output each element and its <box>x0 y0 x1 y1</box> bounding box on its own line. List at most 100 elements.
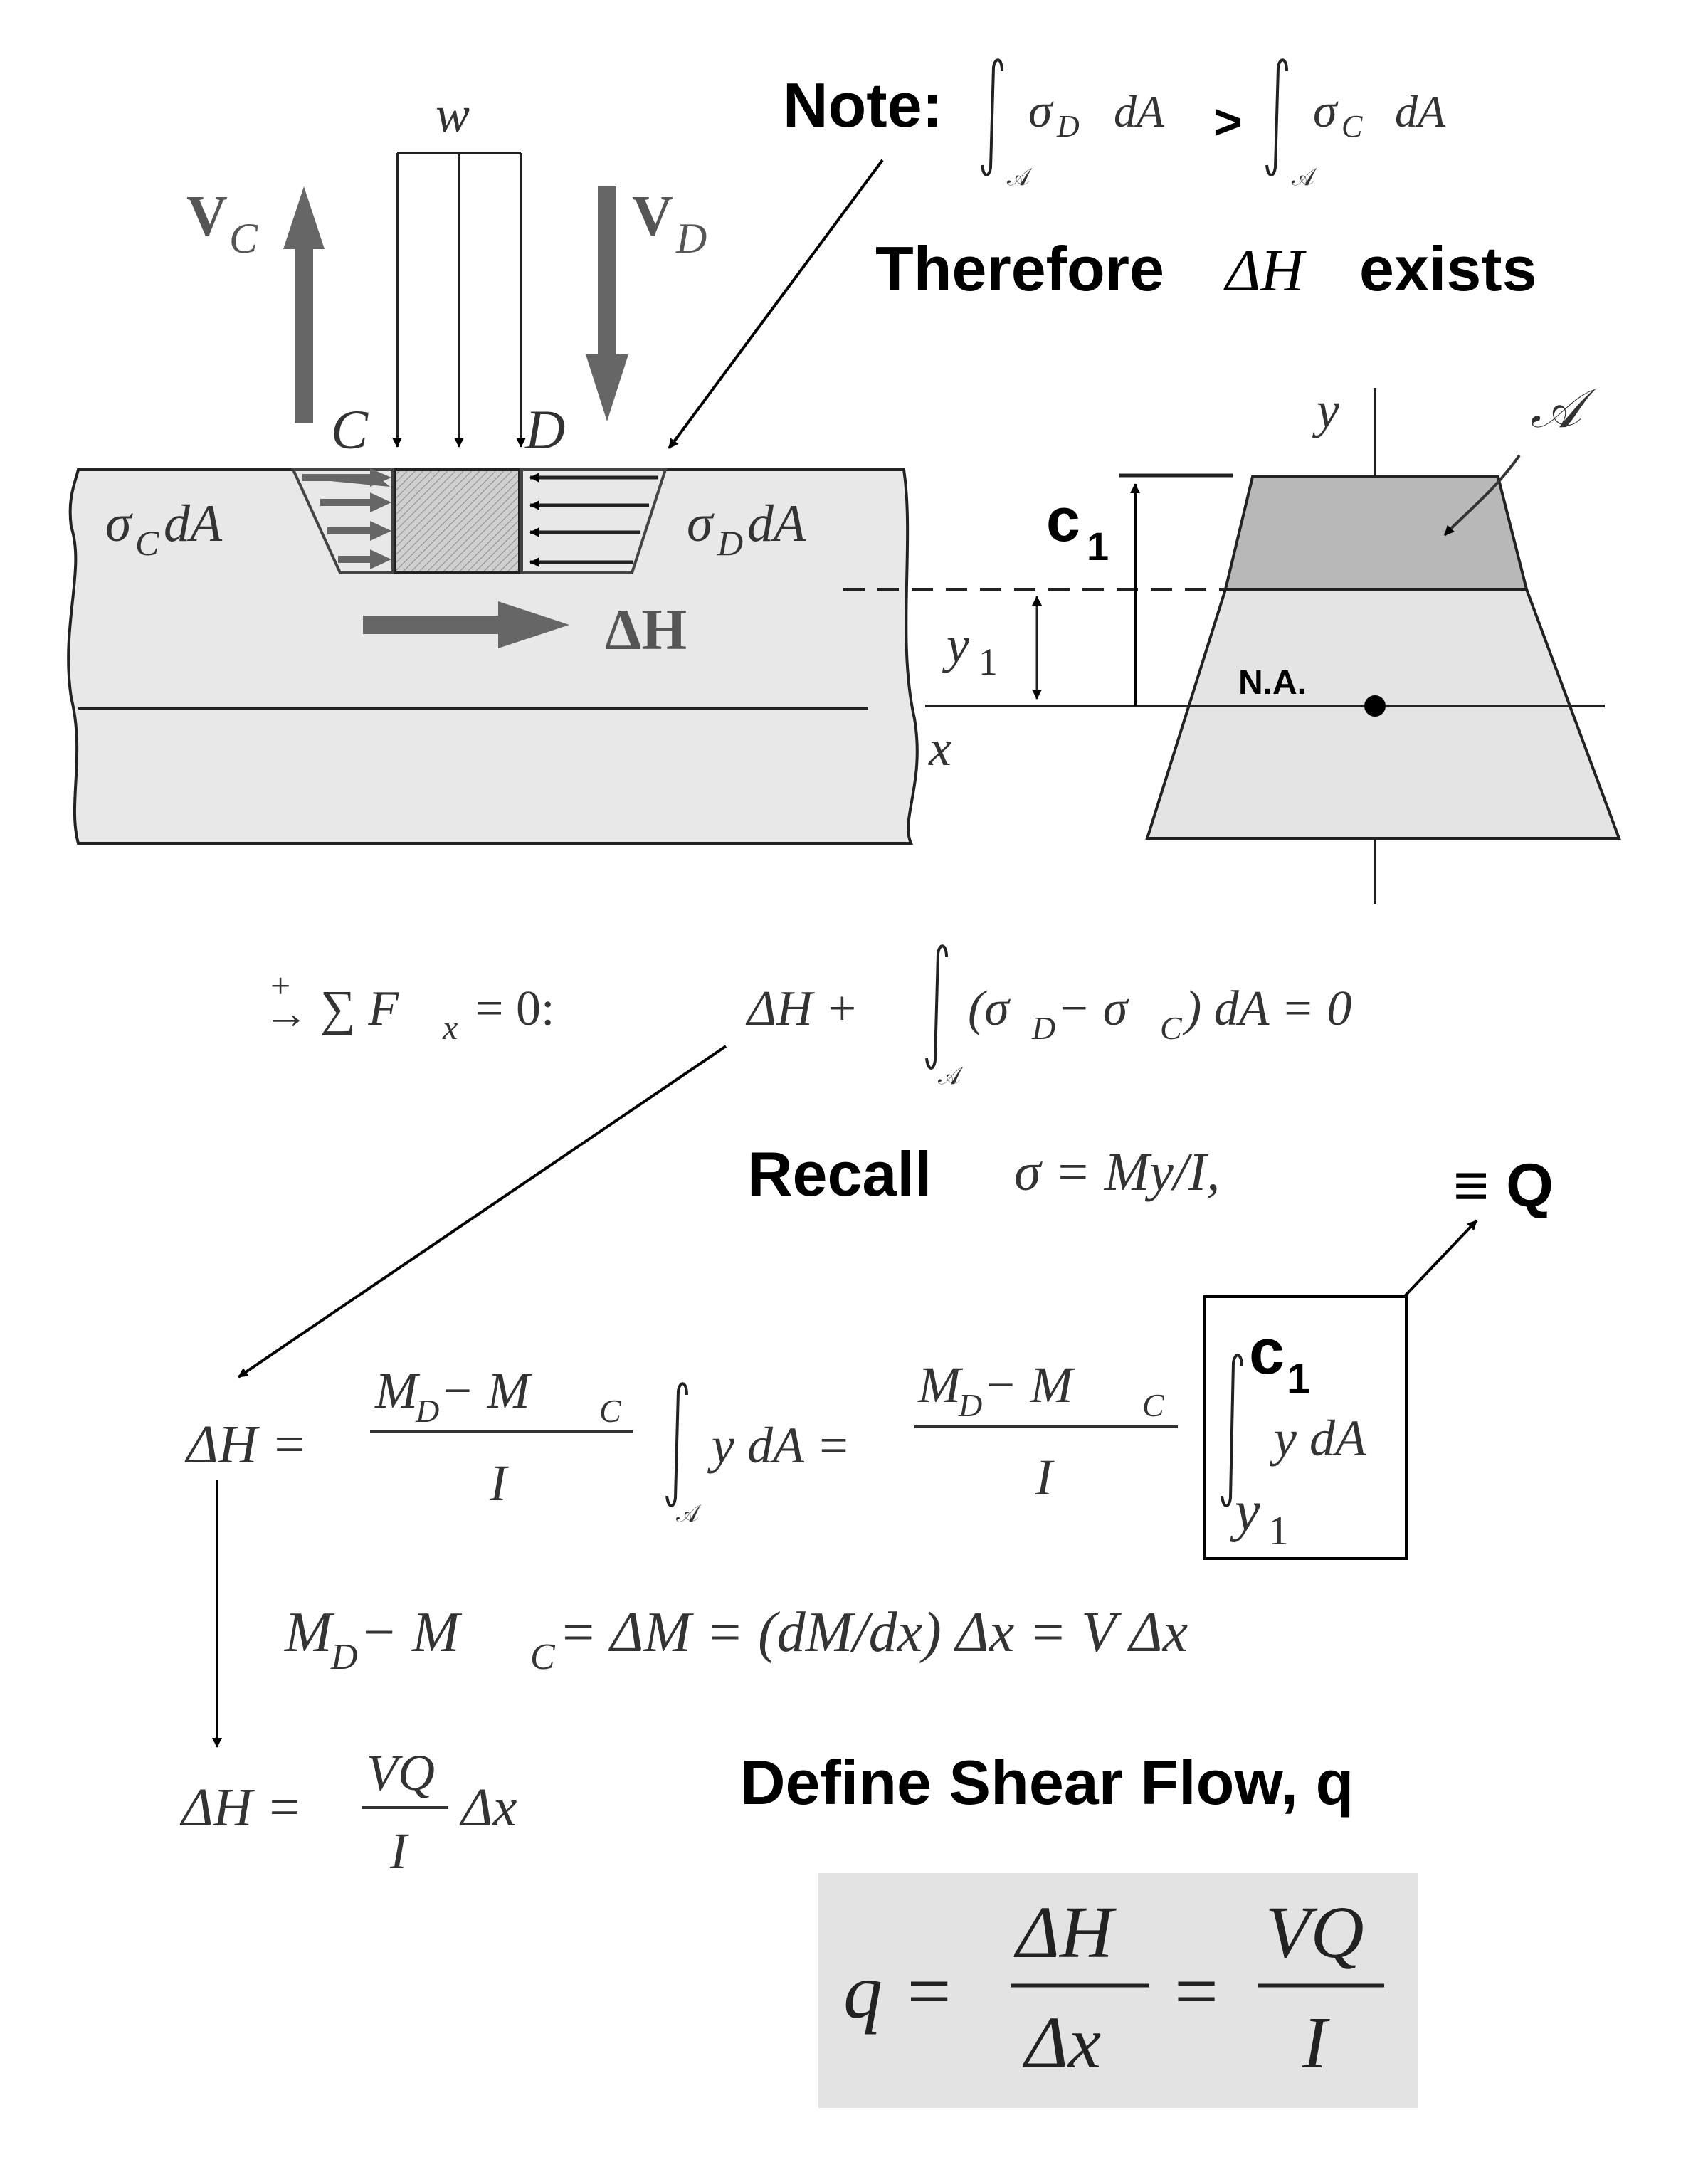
integrand-y-dA: y dA <box>1269 1410 1367 1467</box>
vd-subscript: D <box>675 215 707 262</box>
first-moment-box <box>1203 1295 1408 1560</box>
delta-h-symbol: ΔH <box>1223 238 1307 304</box>
upper-limit-c: c <box>1249 1317 1285 1388</box>
lower-limit-subscript: 1 <box>1268 1507 1289 1554</box>
therefore-word: Therefore <box>875 233 1164 304</box>
sigma-symbol: σ <box>1313 83 1339 137</box>
section-lower-region <box>1145 588 1621 840</box>
dA-term: dA <box>1395 86 1446 137</box>
numerator-m: M <box>374 1362 421 1419</box>
q-equals: q = <box>843 1948 955 2035</box>
formula-background <box>818 1873 1418 2108</box>
moment-minus-m: − M <box>359 1601 463 1664</box>
direction-arrow: → <box>263 988 309 1038</box>
q-pointer-arrow <box>1404 1219 1478 1297</box>
equilibrium-equation: + → ∑ F x = 0: ΔH + 𝒜 (σ D − σ C ) dA = … <box>263 944 1352 1090</box>
delta-h-plus: ΔH + <box>745 981 858 1036</box>
subscript: C <box>599 1393 622 1429</box>
area-label: 𝒜 <box>1530 379 1596 439</box>
denominator-delta-x: Δx <box>1022 2002 1101 2084</box>
minus-sigma: − σ <box>1057 981 1129 1036</box>
denominator-i: I <box>389 1823 409 1879</box>
subscript: C <box>1341 109 1363 144</box>
integrand-open: (σ <box>968 981 1011 1036</box>
delta-h-integral-equation: ΔH = M D − M C I 𝒜 y dA = M D − M C I c … <box>184 1295 1408 1560</box>
sigma-d-dA: dA <box>747 495 806 553</box>
c1-label: c <box>1046 486 1080 554</box>
delta-h-vq-equation: ΔH = VQ I Δx <box>179 1744 517 1879</box>
w-label: w <box>436 86 470 143</box>
numerator-vq: VQ <box>1265 1892 1364 1973</box>
lower-limit-y: y <box>1230 1480 1260 1543</box>
sum-subscript: x <box>442 1009 458 1047</box>
y1-label: y <box>942 616 969 673</box>
integral-sign <box>1265 58 1288 176</box>
numerator-m: M <box>917 1356 964 1413</box>
sum-forces: ∑ F <box>320 981 399 1036</box>
beam-diagram: V C V D w C D <box>67 86 919 845</box>
sigma-d-stress-wedge <box>520 468 668 574</box>
subscript: C <box>1142 1387 1165 1423</box>
neutral-axis-dot <box>1364 695 1386 717</box>
vc-arrow-head <box>283 186 325 249</box>
delta-h-equals: ΔH = <box>184 1415 307 1475</box>
note-inequality: Note: 𝒜 σ D dA > 𝒜 σ C dA <box>783 58 1446 191</box>
area-script-symbol: 𝒜 <box>676 1501 702 1527</box>
denominator-i: I <box>1035 1449 1055 1506</box>
sigma-c-arrows <box>300 468 391 569</box>
sigma-d-subscript: D <box>717 523 743 563</box>
exists-word: exists <box>1359 233 1537 304</box>
numerator-delta-h: ΔH <box>1013 1892 1117 1973</box>
area-script-symbol: 𝒜 <box>1007 164 1033 191</box>
subscript: D <box>330 1637 358 1677</box>
vc-label: V <box>186 185 228 248</box>
note-label: Note: <box>783 70 943 140</box>
integral-sign <box>981 58 1003 176</box>
integral-sign <box>1221 1354 1243 1507</box>
area-script-symbol: 𝒜 <box>1292 164 1317 191</box>
delta-h-arrow-shaft <box>363 616 505 634</box>
area-a-region <box>1223 475 1529 591</box>
bending-stress-formula: σ = My/I, <box>1014 1142 1220 1202</box>
denominator-i: I <box>1302 2002 1330 2084</box>
sigma-d-arrows <box>529 473 658 567</box>
element-block <box>394 468 521 574</box>
shear-flow-formula-box: q = ΔH Δx = VQ I <box>818 1873 1418 2108</box>
sigma-c-dA: dA <box>164 495 223 553</box>
subscript: C <box>530 1637 556 1677</box>
dA-term: dA <box>1114 86 1165 137</box>
recall-line: Recall σ = My/I, <box>747 1139 1220 1209</box>
cross-section-diagram: y 𝒜 x N.A. c 1 y 1 <box>843 379 1621 904</box>
delta-h-arrow-head <box>498 601 569 648</box>
vd-arrow-shaft <box>598 186 616 364</box>
note-pointer-arrow <box>668 159 884 450</box>
define-shear-flow-heading: Define Shear Flow, q <box>740 1747 1354 1818</box>
equals-zero: = 0: <box>475 981 554 1036</box>
sigma-c-symbol: σ <box>105 495 133 553</box>
delta-h-pointer-arrow <box>237 1045 727 1378</box>
c1-subscript: 1 <box>1087 524 1109 569</box>
sigma-c-subscript: C <box>135 523 159 563</box>
numerator-vq: VQ <box>367 1744 435 1801</box>
moment-m: M <box>284 1601 335 1664</box>
sigma-c-stress-wedge <box>290 468 394 574</box>
vc-subscript: C <box>229 215 258 262</box>
numerator-minus-m: − M <box>983 1356 1076 1413</box>
therefore-line: Therefore ΔH exists <box>875 233 1537 304</box>
numerator-minus-m: − M <box>440 1362 533 1419</box>
vc-arrow-shaft <box>295 238 313 423</box>
d-point-label: D <box>524 399 565 460</box>
moment-equation: M D − M C = ΔM = (dM/dx) Δx = V Δx <box>284 1601 1188 1677</box>
vd-label: V <box>632 185 673 248</box>
denominator-i: I <box>489 1455 509 1512</box>
upper-limit-subscript: 1 <box>1287 1355 1310 1403</box>
delta-x: Δx <box>459 1778 517 1838</box>
subscript: D <box>415 1393 439 1429</box>
integrand-close: ) dA = 0 <box>1182 981 1352 1036</box>
plus-sign: + <box>270 966 290 1006</box>
recall-word: Recall <box>747 1139 932 1209</box>
integral-sign <box>665 1382 688 1507</box>
beam-body <box>67 468 919 845</box>
